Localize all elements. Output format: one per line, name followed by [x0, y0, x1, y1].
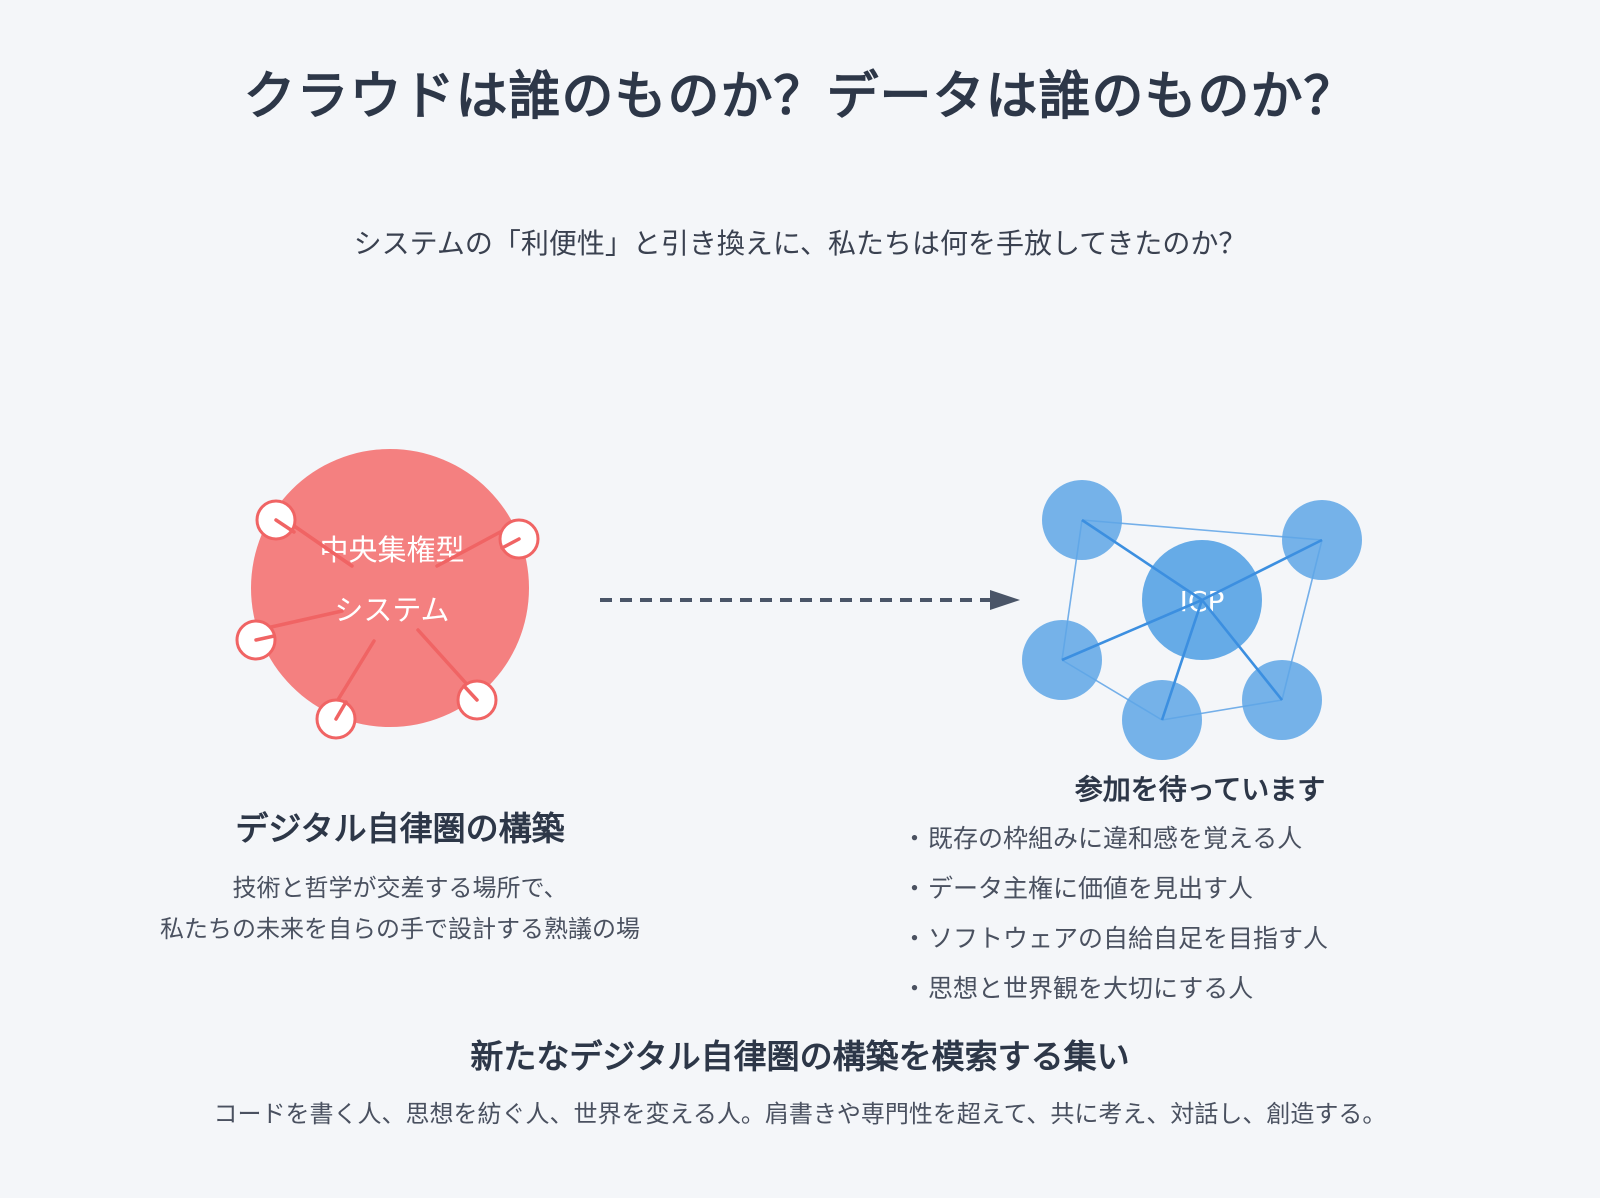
- bullet-icon: ・: [902, 874, 928, 903]
- bullet-icon: ・: [902, 974, 928, 1003]
- list-item: ・ソフトウェアの自給自足を目指す人: [900, 926, 1328, 976]
- bullet-icon: ・: [902, 924, 928, 953]
- list-item-text: 思想と世界観を大切にする人: [928, 974, 1254, 1003]
- list-item-text: データ主権に価値を見出す人: [928, 874, 1254, 903]
- footer-heading: 新たなデジタル自律圏の構築を模索する集い: [470, 1037, 1130, 1076]
- section-description-digital-autonomy: 技術と哲学が交差する場所で、 私たちの未来を自らの手で設計する熟議の場: [80, 868, 720, 950]
- description-line: 私たちの未来を自らの手で設計する熟議の場: [160, 915, 640, 943]
- spoke-lines: [256, 510, 506, 705]
- footer-description: コードを書く人、思想を紡ぐ人、世界を変える人。肩書きや専門性を超えて、共に考え、…: [213, 1100, 1387, 1128]
- section-heading-invitation: 参加を待っています: [1074, 773, 1326, 806]
- page-title: クラウドは誰のものか？データは誰のものか？: [243, 67, 1357, 127]
- centralized-system-diagram: 中央集権型 システム: [235, 449, 540, 740]
- list-item-text: 既存の枠組みに違和感を覚える人: [928, 824, 1303, 853]
- transition-arrow: [600, 590, 1020, 610]
- arrowhead-icon: [990, 590, 1020, 610]
- bullet-icon: ・: [902, 824, 928, 853]
- list-item: ・思想と世界観を大切にする人: [900, 976, 1328, 1026]
- centralized-system-circle: [251, 449, 529, 727]
- page-subtitle: システムの「利便性」と引き換えに、私たちは何を手放してきたのか？: [353, 227, 1247, 260]
- hub-links: [1061, 518, 1323, 721]
- section-heading-digital-autonomy: デジタル自律圏の構築: [235, 809, 565, 848]
- target-audience-list: ・既存の枠組みに違和感を覚える人 ・データ主権に価値を見出す人 ・ソフトウェアの…: [900, 826, 1328, 1026]
- centralized-system-label-line2: システム: [334, 593, 449, 627]
- list-item-text: ソフトウェアの自給自足を目指す人: [928, 924, 1329, 953]
- decentralized-network-diagram: ICP: [1022, 480, 1362, 760]
- list-item: ・既存の枠組みに違和感を覚える人: [900, 826, 1328, 876]
- list-item: ・データ主権に価値を見出す人: [900, 876, 1328, 926]
- description-line: 技術と哲学が交差する場所で、: [232, 874, 568, 902]
